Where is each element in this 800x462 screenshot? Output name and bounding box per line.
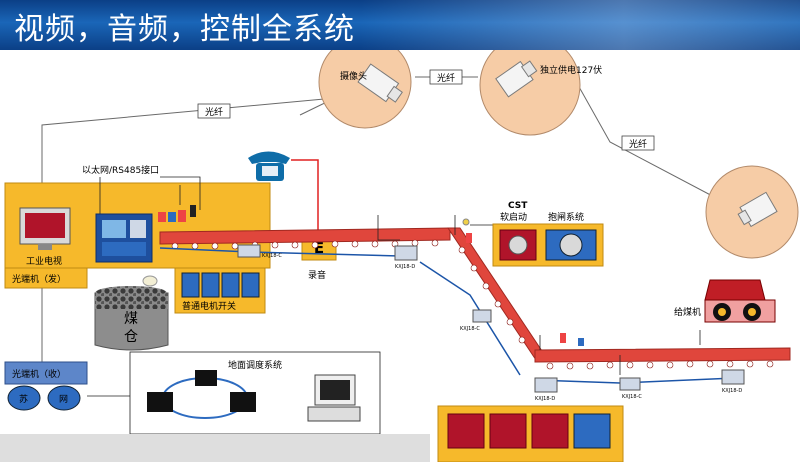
kxj-label-3: KXJ18-C [460,326,480,332]
phone-power-label: 独立供电127伏 [540,64,602,76]
soft-start-unit [499,229,537,261]
optical-send-label: 光端机（发） [12,273,66,285]
fiber-label-box-3: 光纤 [621,135,655,151]
brake-label: 抱闸系统 [548,211,584,223]
conveyor-belt-2 [447,227,549,361]
page-title: 视频，音频，控制全系统 [14,12,355,47]
fiber-label-1: 光纤 [205,106,223,118]
kxj-label-2: KXJ18-D [395,264,415,270]
banner-shine [360,0,800,50]
coal-feeder-label: 给煤机 [674,306,701,318]
e-box-label: E [314,239,324,257]
phone-wire [291,159,319,235]
kxj-box-4 [534,377,558,393]
camera-label: 摄像头 [340,70,367,82]
dispatch-workstation [307,374,361,422]
recv-button-2-label: 网 [59,394,68,405]
kxj-box-3 [472,309,492,323]
coal-bin [94,275,169,351]
coal-bin-label-2: 仓 [124,329,138,345]
lamp-icons [462,218,584,346]
motor-switch-label: 普通电机开关 [182,300,236,312]
ethernet-wires [99,176,201,215]
title-banner: 视频，音频，控制全系统 [0,0,800,50]
cst-label: CST [508,201,528,211]
kxj-box-5 [619,377,641,391]
optical-recv-label: 光端机（收） [12,368,66,380]
conveyor-belt-3 [534,347,791,370]
bottom-motor-units [447,413,611,449]
fiber-label-box-1: 光纤 [197,103,231,119]
camera-node-2 [479,50,581,136]
camera-node-1 [318,50,412,129]
brake-unit [545,229,597,261]
tv-label: 工业电视 [26,255,62,267]
control-cabinet [95,213,153,263]
indicator-lamps [158,205,196,222]
dispatch-computers [147,370,256,412]
bottom-bar [0,434,430,462]
fiber-label-3: 光纤 [629,138,647,150]
kxj-label-4: KXJ18-D [535,396,555,402]
optical-send-box [4,267,88,289]
kxj-label-1: KXJ18-C [262,253,282,259]
fiber-label-2: 光纤 [437,72,455,84]
soft-start-label: 软启动 [500,211,527,223]
kxj-box-1 [237,244,261,258]
optical-recv-buttons [7,385,81,411]
kxj-box-6 [721,369,745,385]
e-box-caption: 录音 [308,269,326,281]
optical-recv-box [4,361,88,385]
coal-bin-label-1: 煤 [124,311,138,327]
coal-feeder [704,279,776,323]
motor-switch-units [181,272,260,298]
industrial-tv [19,207,71,250]
kxj-label-5: KXJ18-C [622,394,642,400]
kxj-box-2 [394,245,418,261]
camera-node-3 [705,165,799,259]
dispatch-label: 地面调度系统 [228,359,282,371]
fiber-label-box-2: 光纤 [429,69,463,85]
system-diagram: 摄像头 独立供电127伏 光纤 光纤 光纤 光端机（发） 工业电视 以太网/ [4,50,799,462]
kxj-label-6: KXJ18-D [722,388,742,394]
ethernet-label: 以太网/RS485接口 [82,164,159,176]
recv-button-1-label: 苏 [19,393,28,405]
telephone-icon [248,151,290,181]
